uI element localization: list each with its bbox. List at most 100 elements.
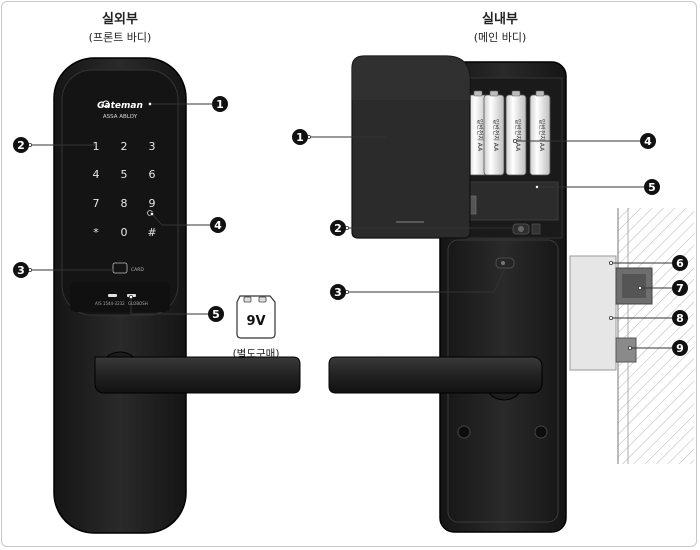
front-callout-number: 2 [17, 139, 25, 152]
keypad-key: 9 [149, 197, 156, 210]
back-button-dot [518, 226, 524, 232]
front-subtitle: (프론트 바디) [88, 31, 152, 44]
deadbolt-inner [622, 274, 646, 298]
front-bottom-text-left: A/S 1544-3232 [95, 301, 125, 306]
back-callout-number: 3 [334, 286, 342, 299]
aa-batteries: 일반전지 AA 일반전지 AA 일반전지 AA 일반전지 AA [467, 90, 551, 176]
back-callout-anchor [609, 260, 614, 265]
card-label: CARD [131, 267, 144, 273]
front-keypad-panel [61, 69, 179, 316]
back-callout-marker [644, 179, 660, 195]
back-callout-number: 4 [644, 135, 652, 148]
keypad-key: 8 [121, 197, 128, 210]
keypad-key: 0 [121, 226, 128, 239]
front-callout-marker [13, 137, 29, 153]
aa-battery-terminal [511, 90, 521, 97]
keypad-key: 7 [93, 197, 100, 210]
back-callout-marker [672, 280, 688, 296]
callout-leaders [27, 102, 672, 350]
back-callout-marker [672, 255, 688, 271]
front-title: 실외부 [102, 12, 138, 27]
front-callout-number: 4 [214, 219, 222, 232]
front-callout-anchor [128, 294, 133, 299]
back-callout-number: 2 [334, 222, 342, 235]
front-callout-leader [130, 297, 208, 315]
battery-9v: 9V [236, 295, 276, 339]
front-callout-marker [210, 217, 226, 233]
back-callout-marker [672, 340, 688, 356]
door-frame [569, 208, 694, 464]
keypad-key: 5 [121, 168, 128, 181]
screw-right [534, 425, 548, 439]
aa-battery: 일반전지 AA [529, 90, 551, 176]
card-icon [112, 262, 128, 274]
back-callout-anchor [513, 138, 518, 143]
front-indicator-left [108, 294, 117, 297]
battery-9v-shape [236, 295, 276, 339]
front-callout-marker [13, 262, 29, 278]
aa-battery: 일반전지 AA [505, 90, 527, 176]
back-subtitle: (메인 바디) [473, 31, 527, 44]
battery-compartment-lower [465, 181, 559, 221]
front-callout-number: 5 [212, 308, 220, 321]
front-callout-number: 3 [17, 264, 25, 277]
aa-battery-terminal [489, 90, 499, 97]
back-callout-anchor [638, 285, 643, 290]
back-callout-anchor [609, 315, 614, 320]
aa-battery-label: 일반전지 AA [514, 119, 522, 152]
keypad-key: # [147, 226, 156, 239]
battery-9v-label: 9V [246, 314, 265, 329]
aa-battery-terminal [473, 90, 483, 97]
thumbturn-dot [501, 261, 505, 265]
keypad-key: 4 [93, 168, 100, 181]
back-title: 실내부 [482, 12, 518, 27]
keypad-key: * [93, 226, 99, 239]
front-callout-marker [208, 306, 224, 322]
back-callout-anchor [535, 184, 540, 189]
front-callout-leader [151, 213, 210, 226]
battery-9v-terminal-right [258, 296, 267, 303]
battery-9v-note: (별도구매) [233, 348, 280, 360]
keypad-key: 6 [149, 168, 156, 181]
back-callout-number: 1 [296, 131, 304, 144]
back-body: 일반전지 AA 일반전지 AA 일반전지 AA 일반전지 AA [328, 55, 567, 533]
back-callout-marker [330, 284, 346, 300]
front-lower-panel [70, 282, 170, 312]
back-callout-number: 7 [676, 282, 684, 295]
keypad-key: 1 [93, 140, 100, 153]
brand-mark-icon [102, 100, 110, 108]
back-callout-leader [347, 269, 505, 293]
screw-left [457, 425, 471, 439]
front-callout-number: 1 [216, 98, 224, 111]
back-callout-number: 8 [676, 312, 684, 325]
front-bottom-text-right: GLOBOSH [128, 301, 148, 306]
latch-bolt [615, 337, 637, 363]
door-frame-hatching [618, 208, 694, 464]
aa-battery-terminal [535, 90, 545, 97]
back-callout-number: 5 [648, 181, 656, 194]
back-callout-marker [640, 133, 656, 149]
back-heading: 실내부 (메인 바디) [440, 8, 560, 45]
front-callout-anchor [147, 102, 152, 107]
strike-plate [569, 255, 617, 371]
aa-battery: 일반전지 AA [483, 90, 505, 176]
keypad-key: 2 [121, 140, 128, 153]
back-callout-number: 9 [676, 342, 684, 355]
back-callout-marker [672, 310, 688, 326]
back-callout-number: 6 [676, 257, 684, 270]
battery-9v-terminal-left [243, 296, 252, 303]
front-handle [94, 356, 301, 394]
battery-cover-highlight [352, 56, 470, 100]
back-handle [328, 356, 543, 394]
brand-sub: ASSA ABLOY [103, 114, 138, 120]
aa-battery-label: 일반전지 AA [492, 119, 500, 152]
back-switch [531, 223, 541, 235]
front-callout-anchor [149, 211, 154, 216]
front-callout-marker [212, 96, 228, 112]
aa-battery-label: 일반전지 AA [476, 119, 484, 152]
back-callout-marker [292, 129, 308, 145]
